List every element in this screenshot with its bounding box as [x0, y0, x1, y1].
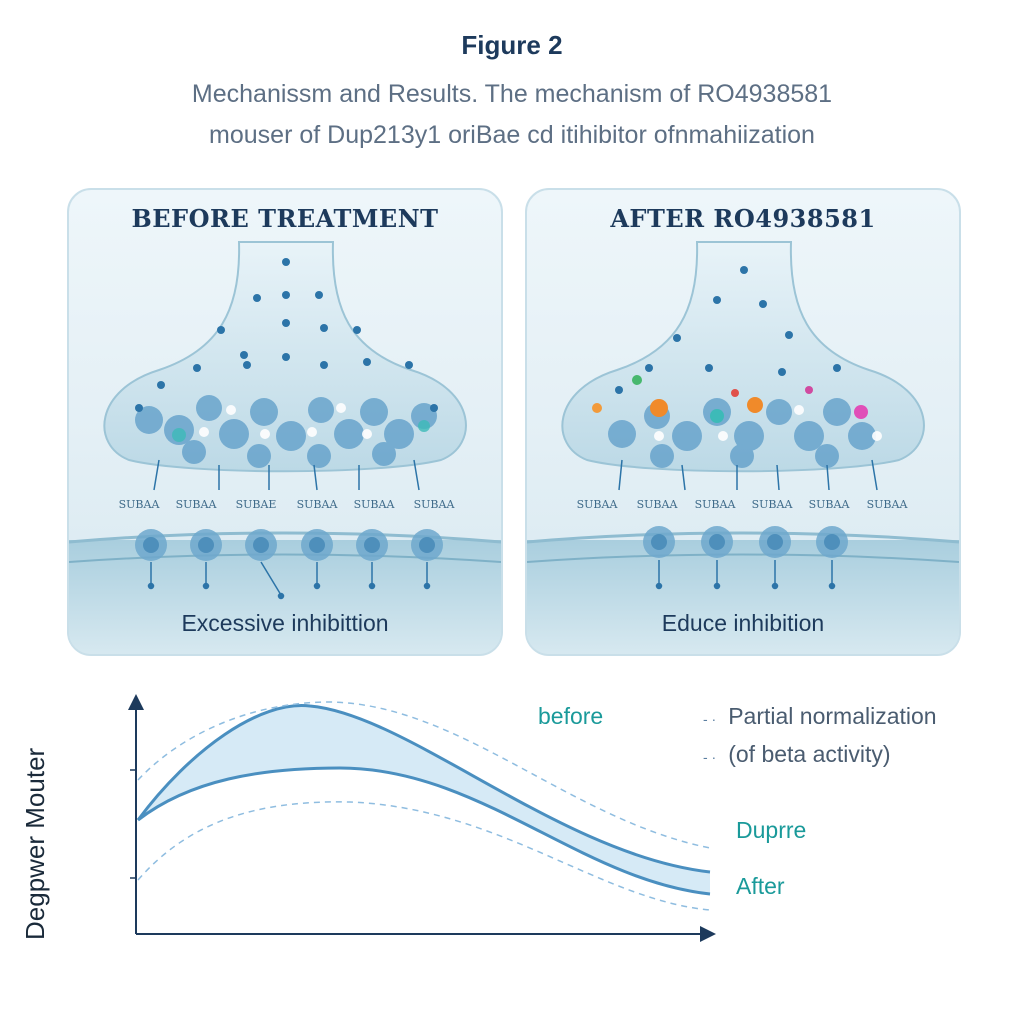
- series-label-before: before: [538, 703, 604, 729]
- signal-lines: [655, 560, 836, 590]
- panel-before-treatment: BEFORE TREATMENT SUBAA SUBAA SUBAE SUBAA…: [67, 188, 503, 656]
- neurotransmitter-dots: [135, 258, 438, 412]
- release-sites: [654, 405, 882, 441]
- caption-line-2: mouser of Dup213y1 oriBae cd itihibitor …: [209, 121, 815, 149]
- receptor-label: SUBAA: [413, 498, 455, 511]
- area-between-curves: [138, 705, 710, 894]
- figure-title: Figure 2: [461, 30, 563, 60]
- receptor-label: SUBAA: [175, 498, 217, 511]
- neurotransmitter-dots: [615, 266, 841, 394]
- signal-lines: [147, 561, 431, 600]
- y-ticks: [130, 769, 136, 879]
- panel-after-title: AFTER RO4938581: [610, 204, 876, 233]
- release-sites: [199, 403, 372, 439]
- receptor-label: SUBAA: [694, 498, 736, 511]
- before-curve: [136, 704, 711, 874]
- legend-text: (of beta activity): [728, 741, 891, 767]
- receptor-row: [135, 529, 443, 561]
- receptor-row: [643, 526, 848, 558]
- receptor-label: SUBAA: [636, 498, 678, 511]
- lower-bound-dashed: [137, 801, 711, 911]
- dash-icon: - ·: [703, 711, 717, 727]
- receptor-label: SUBAA: [576, 498, 618, 511]
- receptor-label: SUBAE: [235, 498, 277, 511]
- after-curve: [137, 766, 711, 896]
- upper-bound-dashed: [137, 701, 711, 849]
- receptor-label: SUBAA: [751, 498, 793, 511]
- receptor-label: SUBAA: [118, 498, 160, 511]
- receptor-label: SUBAA: [808, 498, 850, 511]
- vesicle-cluster: [135, 395, 437, 468]
- synapse-illustration-before: [69, 241, 501, 654]
- caption-line-1: Mechanissm and Results. The mechanism of…: [191, 80, 833, 108]
- receptor-label: SUBAA: [296, 498, 338, 511]
- vesicle-cluster: [608, 398, 876, 468]
- legend-item: - · Partial normalization: [703, 703, 937, 730]
- drug-molecules: [592, 375, 868, 423]
- series-label-dupre: Duprre: [736, 817, 807, 843]
- legend-item: - · (of beta activity): [703, 741, 891, 768]
- activity-curve-chart: [128, 694, 716, 942]
- panel-before-footer: Excessive inhibittion: [181, 610, 389, 636]
- release-lines: [153, 459, 420, 491]
- release-lines: [618, 459, 878, 491]
- dash-icon: - ·: [703, 749, 717, 765]
- panel-after-footer: Educe inhibition: [661, 610, 825, 636]
- y-axis-label: Degpwer Mouter: [20, 747, 50, 940]
- panel-before-title: BEFORE TREATMENT: [131, 204, 439, 233]
- synapse-illustration-after: [527, 241, 959, 654]
- series-label-after: After: [736, 873, 785, 899]
- receptor-label: SUBAA: [353, 498, 395, 511]
- panel-after-treatment: AFTER RO4938581 SUBAA SUBAA SUBAA SUBAA …: [525, 188, 961, 656]
- postsynaptic-membrane: [527, 540, 959, 654]
- legend-text: Partial normalization: [728, 703, 937, 729]
- receptor-label: SUBAA: [866, 498, 908, 511]
